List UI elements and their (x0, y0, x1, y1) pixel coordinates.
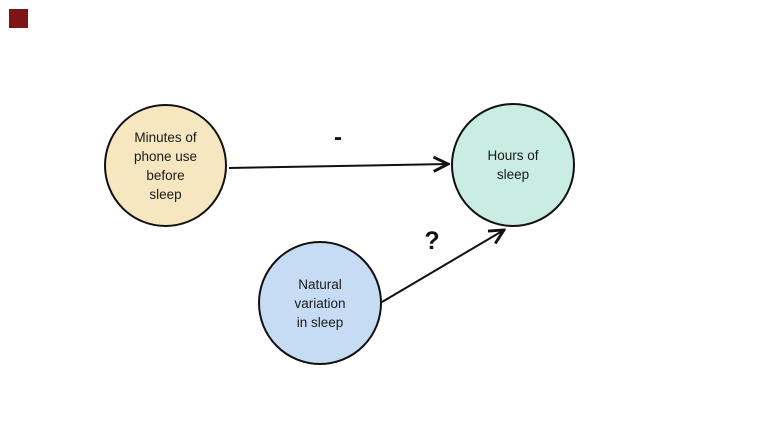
node-label-line: Hours of (487, 148, 539, 163)
edge-label-negative: - (334, 124, 342, 151)
node-label-line: Minutes of (134, 129, 197, 145)
node-label-line: before (146, 167, 185, 183)
node-natural-variation: Natural variation in sleep (258, 241, 382, 365)
edge-label-question: ? (424, 227, 440, 255)
node-label-line: variation (294, 295, 346, 311)
node-label-line: phone use (133, 148, 198, 164)
node-label-line: sleep (149, 186, 182, 202)
node-label-line: Natural (298, 276, 342, 292)
node-phone-use: Minutes of phone use before sleep (104, 104, 227, 227)
node-label-line: in sleep (296, 314, 344, 330)
node-hours-of-sleep: Hours of sleep (451, 103, 575, 227)
node-label-line: sleep (496, 167, 530, 182)
arrow-phone-to-sleep (228, 164, 448, 168)
corner-marker (9, 9, 28, 28)
